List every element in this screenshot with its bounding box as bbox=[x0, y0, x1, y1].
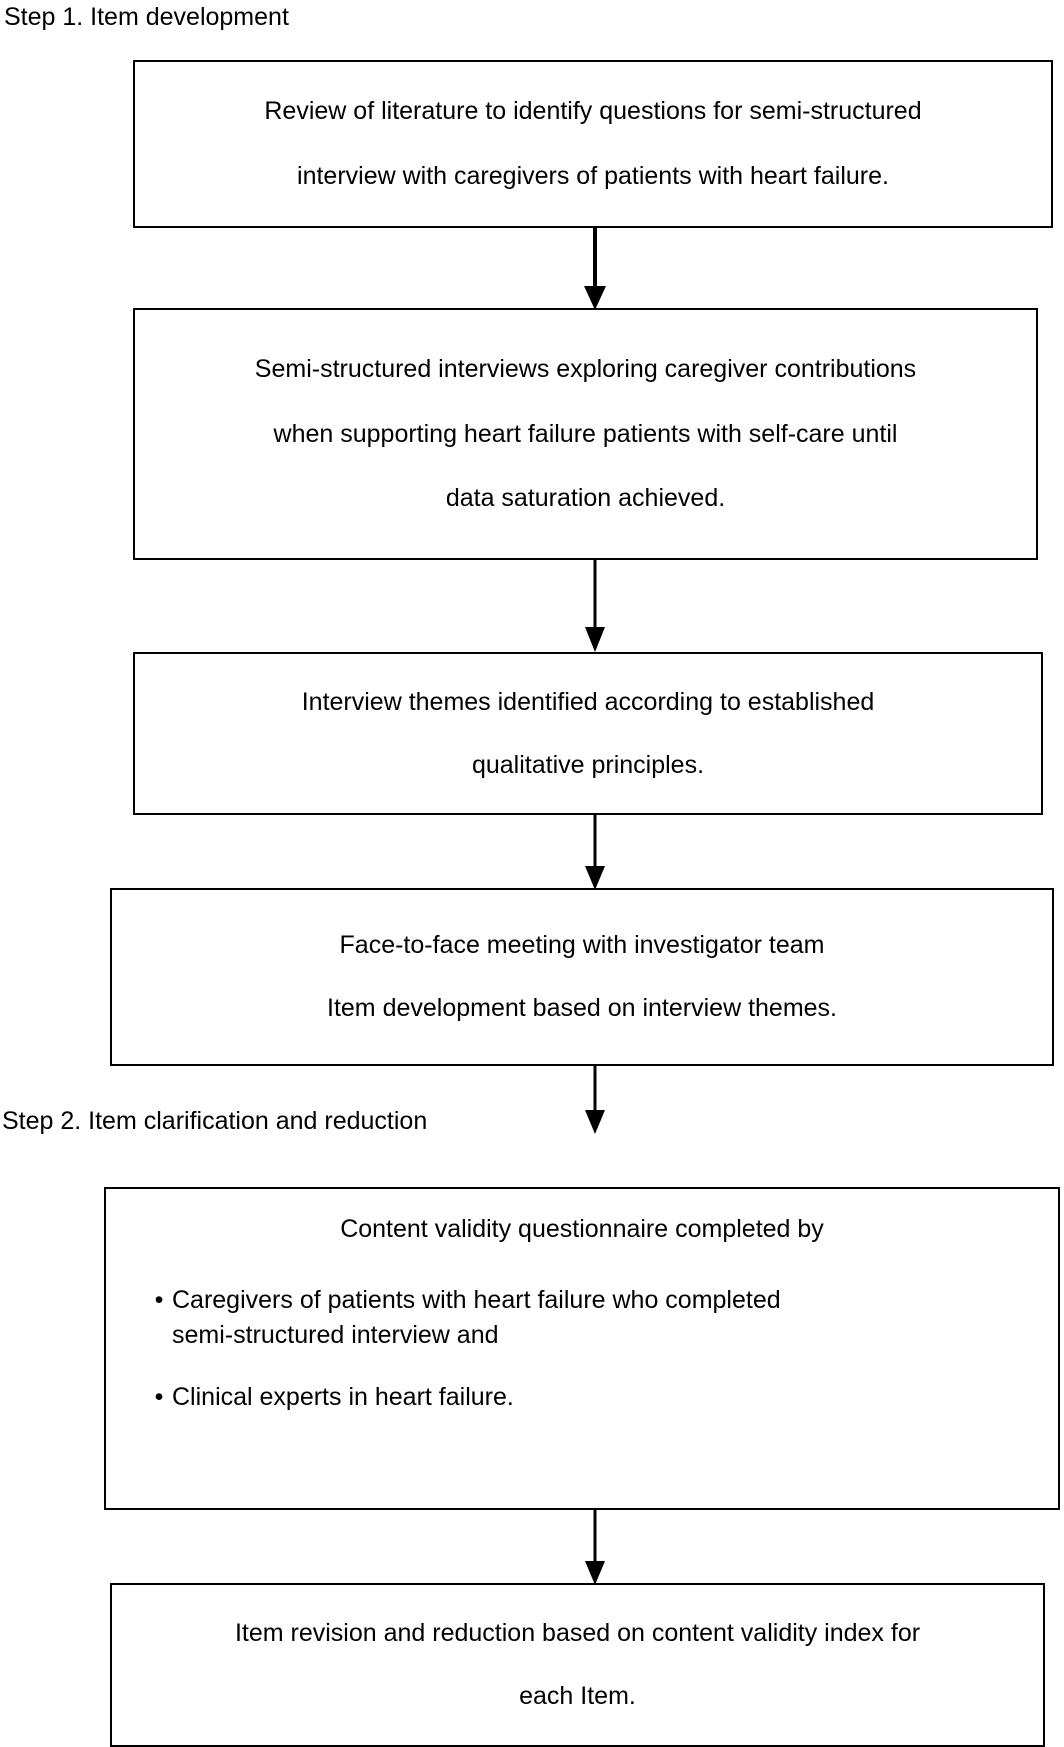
flow-box-semi-structured-interviews: Semi-structured interviews exploring car… bbox=[133, 308, 1038, 560]
arrow-box5-to-box6 bbox=[581, 1509, 609, 1587]
box2-line-1: Semi-structured interviews exploring car… bbox=[254, 354, 917, 383]
box6-line-1: Item revision and reduction based on con… bbox=[234, 1619, 921, 1648]
box5-line-1: Content validity questionnaire completed… bbox=[340, 1215, 824, 1243]
box5-bullet-1-line-2: semi-structured interview and bbox=[172, 1320, 499, 1349]
flow-box-content-validity-questionnaire: Content validity questionnaire completed… bbox=[104, 1187, 1060, 1510]
box1-line-1: Review of literature to identify questio… bbox=[264, 97, 922, 126]
arrow-box3-to-box4 bbox=[581, 814, 609, 892]
flow-box-interview-themes: Interview themes identified according to… bbox=[133, 652, 1043, 815]
box5-bullet-2-line-1: Clinical experts in heart failure. bbox=[172, 1383, 514, 1412]
flow-box-literature-review: Review of literature to identify questio… bbox=[133, 60, 1053, 228]
step-2-heading: Step 2. Item clarification and reduction bbox=[2, 1107, 428, 1135]
flow-box-item-revision-reduction: Item revision and reduction based on con… bbox=[110, 1583, 1045, 1747]
box1-line-2: interview with caregivers of patients wi… bbox=[297, 162, 889, 190]
box5-bullet-item-1-continuation: semi-structured interview and bbox=[106, 1321, 1058, 1350]
arrow-box1-to-box2 bbox=[581, 226, 609, 312]
box3-line-1: Interview themes identified according to… bbox=[301, 687, 875, 716]
flow-box-face-to-face-meeting: Face-to-face meeting with investigator t… bbox=[110, 888, 1054, 1066]
box5-bullet-1-line-1: Caregivers of patients with heart failur… bbox=[172, 1285, 781, 1314]
box5-bullet-item-2: • Clinical experts in heart failure. bbox=[106, 1383, 1058, 1412]
box6-line-2: each Item. bbox=[519, 1682, 636, 1710]
arrow-box2-to-box3 bbox=[581, 559, 609, 654]
bullet-icon: • bbox=[154, 1285, 164, 1314]
arrow-box4-to-box5 bbox=[581, 1064, 609, 1136]
box2-line-3: data saturation achieved. bbox=[445, 484, 726, 513]
box3-line-2: qualitative principles. bbox=[471, 750, 705, 779]
box5-bullet-item-1: • Caregivers of patients with heart fail… bbox=[106, 1286, 1058, 1315]
bullet-icon: • bbox=[154, 1383, 164, 1412]
box4-line-2: Item development based on interview them… bbox=[327, 994, 837, 1022]
box2-line-2: when supporting heart failure patients w… bbox=[273, 419, 898, 448]
step-1-heading: Step 1. Item development bbox=[4, 3, 289, 31]
box4-line-1: Face-to-face meeting with investigator t… bbox=[339, 931, 825, 960]
